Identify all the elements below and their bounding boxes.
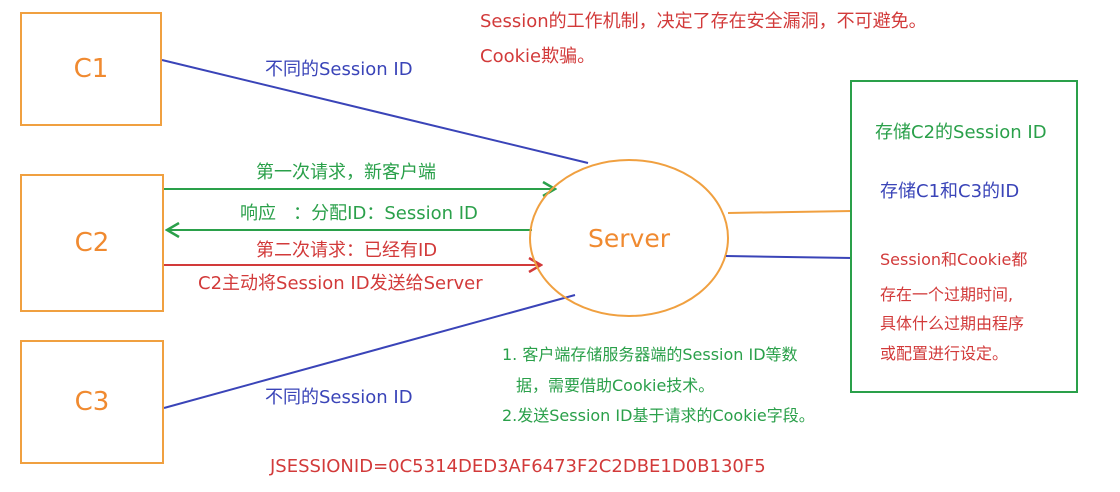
server-label-text: Server (588, 223, 670, 253)
note-line-1: 1. 客户端存储服务器端的Session ID等数 (502, 345, 798, 364)
edge-c3-server (163, 294, 576, 409)
server-node (529, 159, 729, 317)
client-c3-label: C3 (74, 387, 110, 417)
storage-box (850, 80, 1078, 393)
storage-line-1: 存储C2的Session ID (875, 122, 1047, 143)
edge-c2-sends-label: C2主动将Session ID发送给Server (198, 273, 483, 294)
client-c2-box: C2 (20, 174, 164, 312)
client-c2-label: C2 (74, 228, 110, 258)
edge-response-label: 响应 ：分配ID：Session ID (240, 203, 478, 224)
edge-c1-label: 不同的Session ID (265, 59, 413, 80)
header-line-1: Session的工作机制，决定了存在安全漏洞，不可避免。 (480, 11, 927, 32)
header-line-2: Cookie欺骗。 (480, 46, 596, 67)
note-line-3: 2.发送Session ID基于请求的Cookie字段。 (502, 406, 815, 425)
client-c3-box: C3 (20, 340, 164, 464)
jsessionid-text: JSESSIONID=0C5314DED3AF6473F2C2DBE1D0B13… (270, 456, 766, 477)
edge-c3-label: 不同的Session ID (265, 387, 413, 408)
storage-line-2: 存储C1和C3的ID (880, 181, 1020, 202)
edge-c1-server (161, 59, 589, 164)
storage-expiry-3: 具体什么过期由程序 (880, 314, 1025, 333)
storage-expiry-2: 存在一个过期时间, (880, 285, 1014, 304)
server-label: Server (530, 160, 728, 316)
edge-server-storage-blue (725, 255, 853, 259)
edge-first-request-label: 第一次请求，新客户端 (256, 162, 436, 183)
client-c1-label: C1 (73, 54, 109, 84)
edge-server-storage-orange (727, 210, 853, 214)
note-line-2: 据，需要借助Cookie技术。 (516, 376, 715, 395)
edge-second-request-label: 第二次请求：已经有ID (256, 240, 438, 261)
storage-expiry-1: Session和Cookie都 (880, 250, 1028, 269)
client-c1-box: C1 (20, 12, 162, 126)
storage-expiry-4: 或配置进行设定。 (880, 344, 1009, 363)
